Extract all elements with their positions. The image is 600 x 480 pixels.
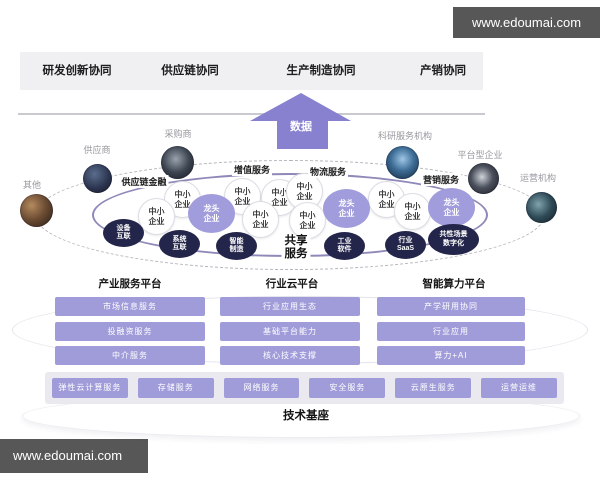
leader-enterprise-bubble: 龙头企业 [428,188,475,227]
sme-bubble: 中小企业 [289,202,326,239]
header-item-sales: 产销协同 [420,65,466,77]
actor-label-buyer: 采购商 [164,129,192,139]
other-photo-icon [20,194,53,227]
header-item-manufacturing: 生产制造协同 [286,65,356,77]
foundation-title: 技术基座 [283,410,329,422]
capability-bubble-equipment-interconnect: 设备互联 [103,219,144,247]
foundation-item: 网络服务 [223,378,300,398]
foundation-item: 运营运维 [481,378,557,398]
sme-bubble: 中小企业 [138,198,175,235]
capability-bubble-common-scenario-digitalization: 共性场景数字化 [428,224,479,255]
foundation-bar: 弹性云计算服务 存储服务 网络服务 安全服务 云原生服务 运营运维 [45,372,564,404]
platform-item: 中介服务 [55,346,205,365]
platform-title-industry-cloud: 行业云平台 [265,278,319,290]
capability-bubble-system-interconnect: 系统互联 [159,230,200,258]
value-added-services-label: 增值服务 [231,163,273,176]
platform-item: 基础平台能力 [220,322,360,341]
header-divider-line [18,113,485,115]
research-org-photo-icon [386,146,419,179]
platform-item: 算力+AI [377,346,525,365]
foundation-item: 存储服务 [137,378,214,398]
platform-title-intelligent-computing: 智能算力平台 [422,278,486,290]
platform-item: 行业应用 [377,322,525,341]
platform-item: 产学研用协同 [377,297,525,316]
platform-enterprise-photo-icon [468,163,499,194]
top-watermark: www.edoumai.com [453,7,600,38]
supplier-photo-icon [83,164,112,193]
header-item-rd-innovation: 研发创新协同 [42,65,112,77]
leader-enterprise-bubble: 龙头企业 [188,194,235,233]
actor-label-other: 其他 [22,180,42,190]
foundation-item: 安全服务 [309,378,386,398]
sme-bubble: 中小企业 [394,193,431,230]
actor-label-platform-enterprise: 平台型企业 [457,150,503,160]
buyer-photo-icon [161,146,194,179]
platform-title-industry-service: 产业服务平台 [98,278,162,290]
platform-item: 行业应用生态 [220,297,360,316]
actor-label-operator: 运营机构 [519,173,557,183]
capability-bubble-industrial-software: 工业软件 [324,232,365,260]
actor-label-supplier: 供应商 [83,145,111,155]
supply-chain-finance-label: 供应链金融 [119,175,169,188]
sme-bubble: 中小企业 [242,201,279,238]
logistics-services-label: 物流服务 [307,165,349,178]
platform-item: 市场信息服务 [55,297,205,316]
shared-services-label: 共享服务 [281,235,311,262]
actor-label-research-org: 科研服务机构 [377,131,433,141]
arrow-label: 数据 [290,121,312,133]
foundation-item: 云原生服务 [395,378,472,398]
foundation-item: 弹性云计算服务 [52,378,128,398]
leader-enterprise-bubble: 龙头企业 [323,189,370,228]
operator-photo-icon [526,192,557,223]
bottom-watermark: www.edoumai.com [0,439,148,473]
collaboration-header-bar: 研发创新协同 供应链协同 生产制造协同 产销协同 [20,52,483,90]
header-item-supply-chain: 供应链协同 [161,65,219,77]
platform-item: 核心技术支撑 [220,346,360,365]
capability-bubble-smart-manufacturing: 智能制造 [216,232,257,260]
data-up-arrow-icon [250,93,351,149]
platform-item: 投融资服务 [55,322,205,341]
marketing-services-label: 营销服务 [420,173,462,186]
